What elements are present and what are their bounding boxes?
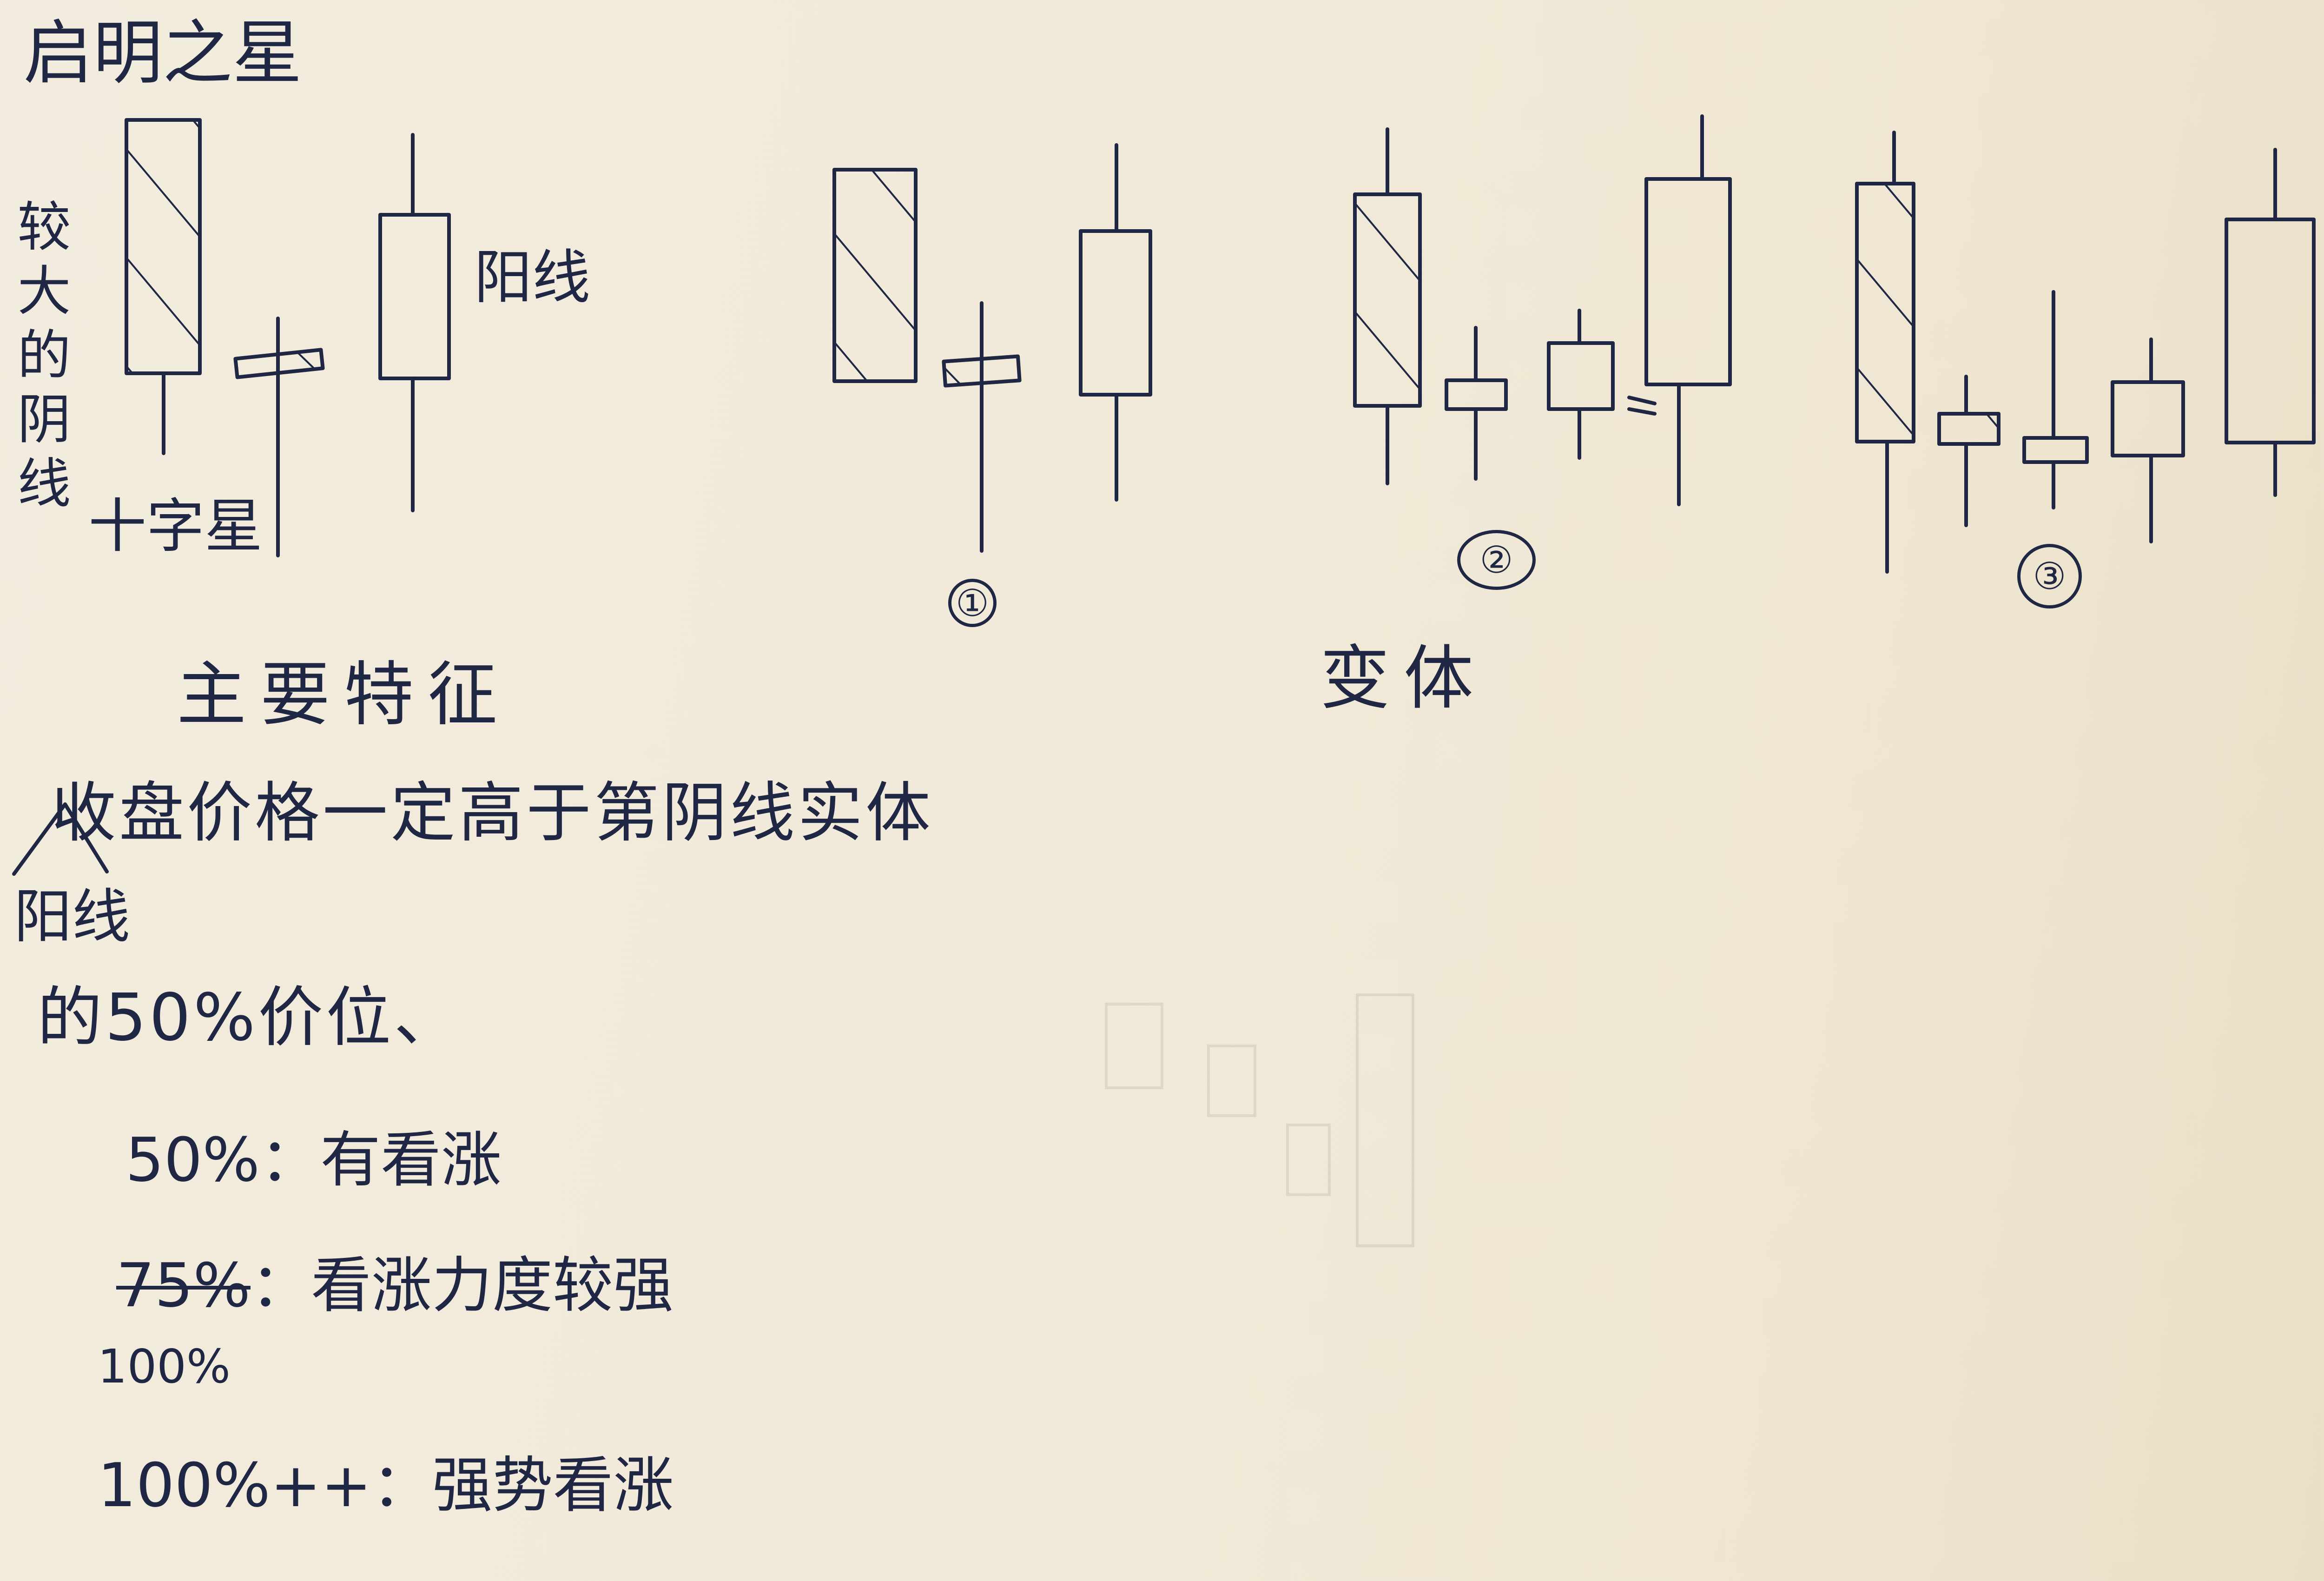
item-2-pct-corrected: 100%: [98, 1339, 231, 1394]
circle-number-1: ①: [948, 579, 997, 627]
variant-2: [1353, 114, 1732, 506]
item-2: 75%：看涨力度较强: [116, 1255, 673, 1316]
variants-heading: 变体: [1320, 638, 1488, 719]
features-heading: 主要特征: [177, 655, 512, 735]
label-big-yin: 较大的阴线: [17, 196, 71, 515]
item-2-pct-struck: 75%: [116, 1250, 251, 1321]
variant-1: [832, 143, 1152, 553]
item-3-text: 强势看涨: [432, 1450, 674, 1521]
circle-number-3: ③: [2017, 544, 2082, 609]
item-1-text: 有看涨: [320, 1125, 502, 1195]
main-pattern: [125, 118, 451, 557]
item-1: 50%：有看涨: [125, 1130, 502, 1190]
insert-caret-mark: [12, 802, 109, 876]
item-2-text: 看涨力度较强: [310, 1250, 673, 1321]
features-line-1: 收盘价格一定高于第阴线实体: [51, 775, 934, 851]
item-3-sep: ：: [371, 1450, 432, 1521]
yang-candle: [378, 213, 451, 380]
page-title: 启明之星: [23, 13, 303, 94]
item-1-sep: ：: [259, 1125, 320, 1195]
features-line-2: 的50%价位、: [37, 980, 462, 1056]
circle-number-2: ②: [1457, 530, 1536, 590]
item-3: 100%++：强势看涨: [98, 1455, 674, 1515]
variant-3: [1855, 131, 2316, 574]
bleed-through-ghost: [1105, 993, 1414, 1247]
label-doji: 十字星: [88, 493, 263, 560]
insert-text: 阳线: [14, 883, 130, 951]
item-2-sep: ：: [250, 1250, 311, 1321]
label-yang: 阳线: [474, 244, 590, 311]
item-3-pct: 100%++: [98, 1450, 372, 1521]
item-1-pct: 50%: [125, 1125, 260, 1195]
big-yin-candle: [125, 118, 202, 375]
